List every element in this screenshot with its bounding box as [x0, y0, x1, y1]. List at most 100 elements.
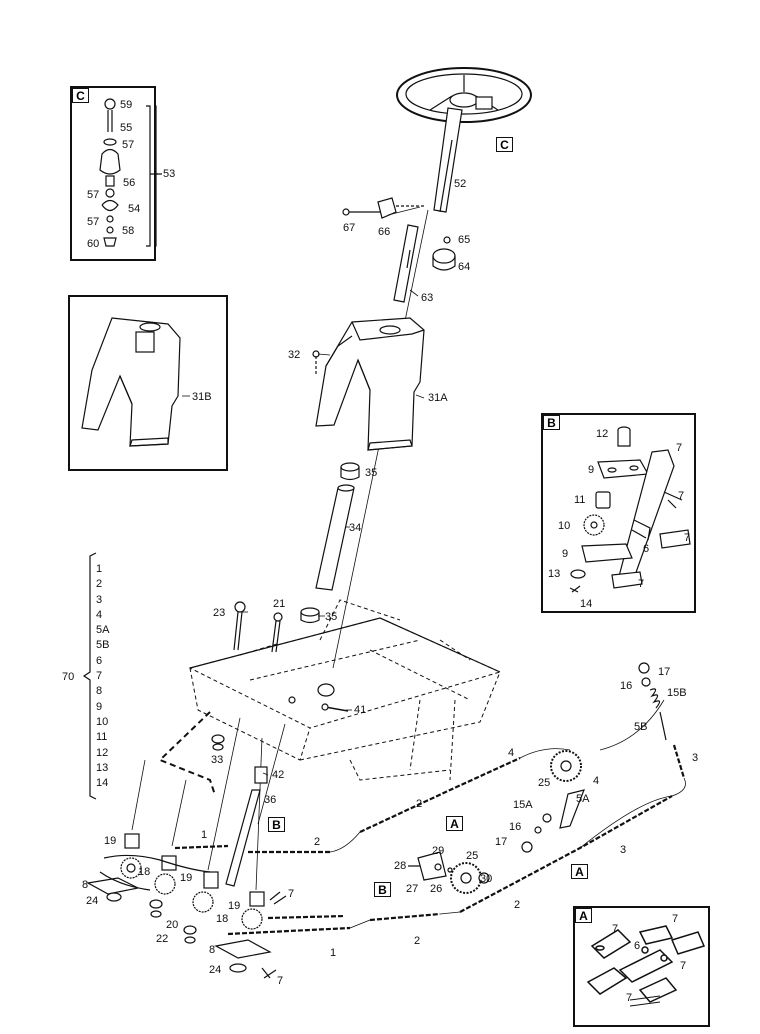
callout-label: 21: [273, 598, 286, 610]
kit-bracket: [82, 552, 97, 800]
callout-label: 56: [123, 177, 136, 189]
callout-label: 60: [87, 238, 100, 250]
callout-label: 7: [684, 532, 691, 544]
callout-label: 55: [120, 122, 133, 134]
callout-label: 26: [430, 883, 443, 895]
idler-sprocket-lower: [408, 851, 490, 894]
callout-label: 70: [62, 671, 75, 683]
callout-label: 7: [672, 913, 679, 925]
tensioner-spring: [638, 662, 667, 741]
callout-label: 11: [574, 494, 586, 506]
callout-label: 17: [495, 836, 508, 848]
kit-item: 9: [96, 700, 103, 713]
callout-label: 52: [454, 178, 467, 190]
detail-c-overlay: [99, 98, 158, 247]
callout-label: 28: [394, 860, 407, 872]
callout-label: 24: [209, 964, 222, 976]
callout-label: 12: [596, 428, 609, 440]
ref-tag-a-box: A: [575, 908, 592, 923]
steering-wheel: [396, 67, 532, 123]
callout-label: 9: [562, 548, 569, 560]
leader-lines: [131, 711, 286, 891]
callout-label: 53: [163, 168, 176, 180]
callout-label: 57: [87, 189, 100, 201]
callout-label: 66: [378, 226, 391, 238]
ref-tag-a-main-upper: A: [446, 816, 463, 831]
callout-label: 1: [201, 829, 208, 841]
callout-label: 16: [509, 821, 522, 833]
detail-b-overlay: [569, 426, 691, 593]
ref-tag-a-main-lower: A: [571, 864, 588, 879]
callout-label: 5B: [634, 721, 648, 733]
callout-label: 15B: [667, 687, 687, 699]
callout-label: 6: [643, 543, 650, 555]
callout-label: 2: [514, 899, 521, 911]
callout-label: 24: [86, 895, 99, 907]
callout-label: 19: [104, 835, 117, 847]
kit-item: 12: [96, 746, 109, 759]
callout-label: 27: [406, 883, 419, 895]
callout-label: 20: [166, 919, 179, 931]
callout-label: 19: [180, 872, 193, 884]
ref-tag-c-main: C: [496, 137, 513, 152]
callout-label: 17: [658, 666, 671, 678]
detail-a-overlay: [586, 925, 706, 1007]
idler-sprocket-upper: [521, 750, 585, 853]
callout-label: 7: [680, 960, 687, 972]
callout-label: 13: [548, 568, 561, 580]
steering-shaft: [332, 107, 463, 669]
kit-item: 6: [96, 654, 103, 667]
bushing: [432, 236, 456, 271]
callout-label: 9: [588, 464, 595, 476]
callout-label: 4: [508, 747, 515, 759]
callout-label: 29: [432, 845, 445, 857]
callout-label: 8: [209, 944, 216, 956]
kit-item: 10: [96, 715, 109, 728]
lower-shaft: [393, 224, 419, 303]
callout-label: 54: [128, 203, 141, 215]
callout-label: 1: [330, 947, 337, 959]
callout-label: 67: [343, 222, 356, 234]
callout-label: 31A: [428, 392, 448, 404]
callout-label: 18: [138, 866, 151, 878]
kit-item: 3: [96, 593, 103, 606]
callout-label: 7: [612, 923, 619, 935]
kit-item: 1: [96, 563, 103, 575]
kit-item: 5A: [96, 624, 110, 637]
tube-assembly: [300, 462, 360, 624]
frame-details: [189, 617, 501, 712]
callout-label: 14: [580, 598, 593, 610]
callout-label: 7: [626, 992, 633, 1004]
lower-left-assembly: [86, 833, 287, 979]
callout-label: 34: [349, 522, 362, 534]
callout-label: 25: [466, 850, 479, 862]
callout-label: 35: [365, 467, 378, 479]
detail-31b-overlay: [81, 317, 190, 447]
kit-contents-list: 1 2 3 4 5A 5B 6 7 8 9 10 11 12 13 14: [96, 562, 109, 791]
callout-label: 5A: [576, 793, 590, 805]
callout-label: 6: [634, 940, 641, 952]
callout-label: 7: [638, 578, 645, 590]
kit-item: 4: [96, 608, 103, 621]
kit-item: 8: [96, 685, 103, 698]
callout-label: 3: [692, 752, 699, 764]
callout-label: 7: [288, 888, 295, 900]
shaft-clamp: [342, 197, 424, 219]
ref-tag-c-box: C: [72, 88, 89, 103]
callout-label: 57: [87, 216, 100, 228]
callout-label: 33: [211, 754, 224, 766]
callout-label: 4: [593, 775, 600, 787]
callout-label: 58: [122, 225, 135, 237]
callout-label: 31B: [192, 391, 212, 403]
ref-tag-b-main-upper: B: [268, 817, 285, 832]
callout-label: 65: [458, 234, 471, 246]
callout-label: 15A: [513, 799, 533, 811]
callout-label: 64: [458, 261, 471, 273]
callout-label: 19: [228, 900, 241, 912]
callout-label: 10: [558, 520, 571, 532]
kit-item: 7: [96, 670, 103, 683]
callout-label: 2: [314, 836, 321, 848]
chain-path: [329, 699, 686, 929]
callout-label: 57: [122, 139, 135, 151]
